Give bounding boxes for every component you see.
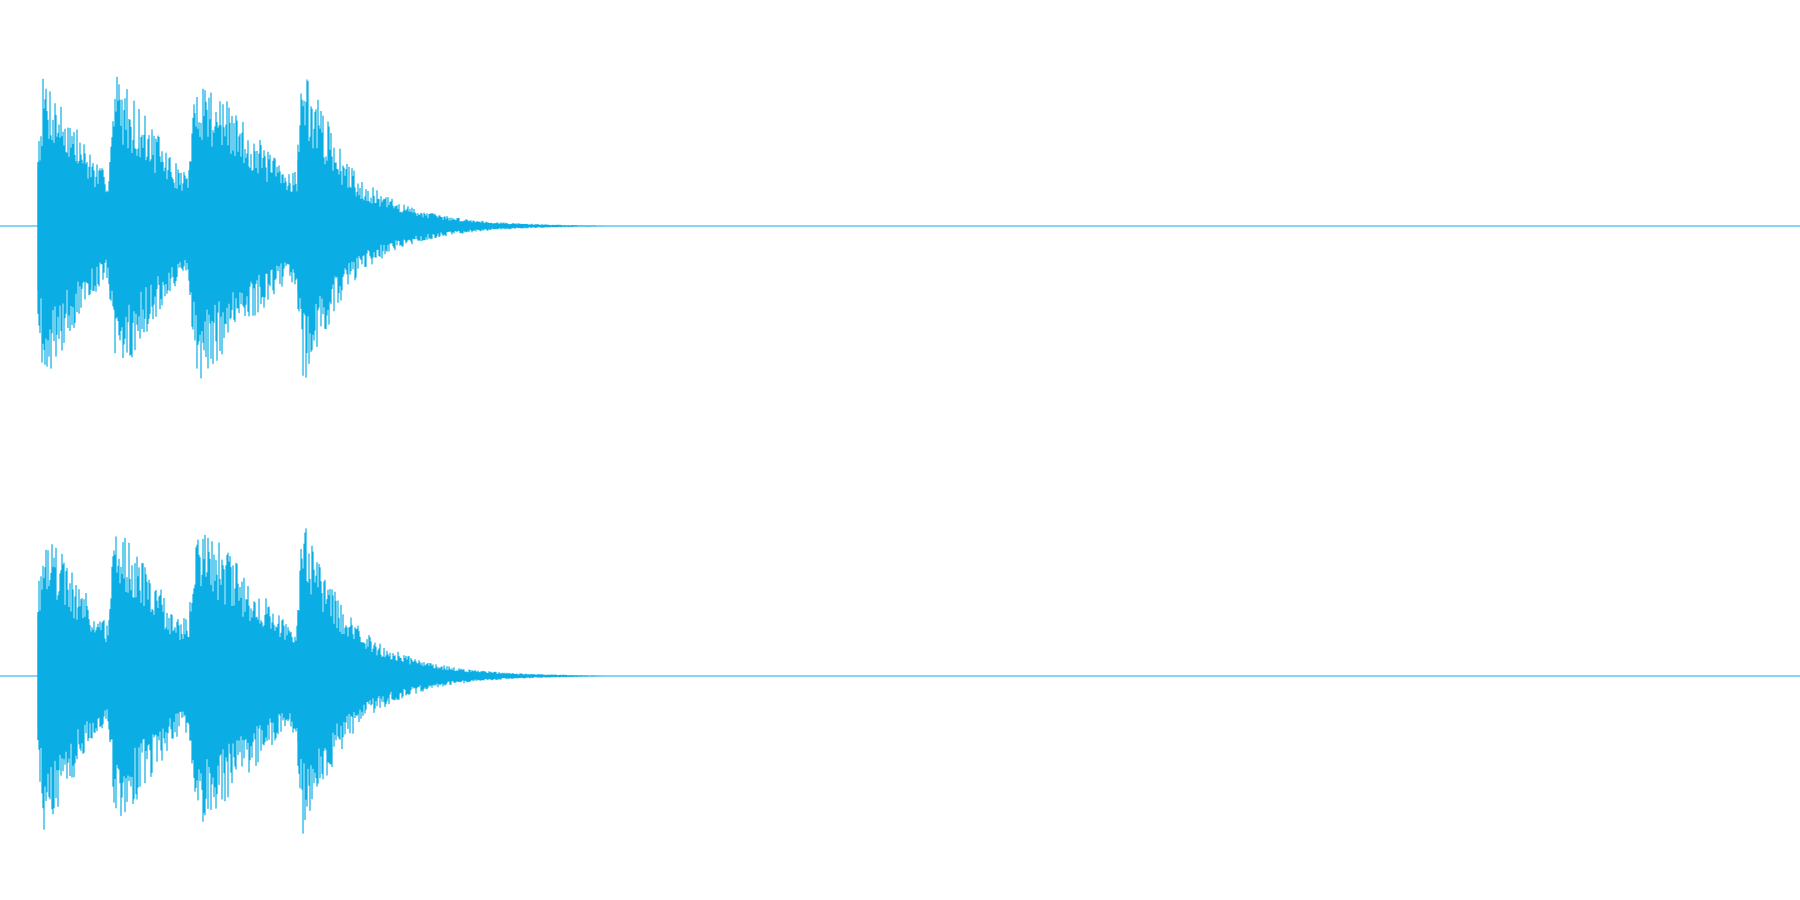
channel-1-waveform [0,76,1800,379]
channel-1-signal-core [37,160,356,292]
channel-2-signal-core [37,610,356,742]
channel-2-waveform [0,528,1800,834]
